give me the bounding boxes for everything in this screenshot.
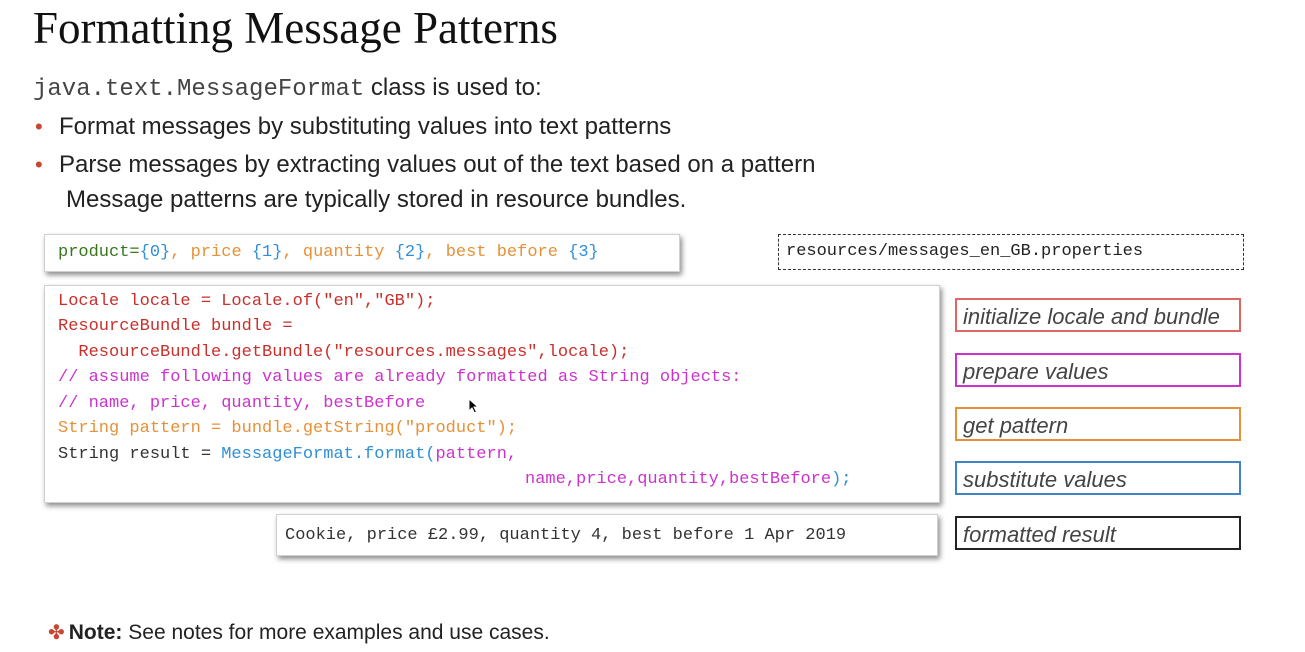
intro-text: class is used to:: [364, 74, 542, 101]
result-box: Cookie, price £2.99, quantity 4, best be…: [276, 514, 938, 556]
label-substitute: substitute values: [955, 461, 1241, 495]
pattern-line: product={0}, price {1}, quantity {2}, be…: [58, 243, 599, 262]
label-initialize: initialize locale and bundle: [955, 298, 1241, 332]
code-line: String result = MessageFormat.format(pat…: [58, 445, 518, 464]
code-line: ResourceBundle.getBundle("resources.mess…: [58, 343, 630, 362]
label-get-pattern: get pattern: [955, 407, 1241, 441]
code-line: Locale locale = Locale.of("en","GB");: [58, 292, 436, 311]
mouse-cursor-icon: [468, 398, 480, 414]
bullet-dot-icon: •: [35, 152, 43, 177]
code-line: String pattern = bundle.getString("produ…: [58, 419, 518, 438]
code-box: Locale locale = Locale.of("en","GB"); Re…: [44, 285, 940, 503]
page-title: Formatting Message Patterns: [33, 3, 558, 53]
bullet-list: •Format messages by substituting values …: [33, 112, 815, 188]
bullet-dot-icon: •: [35, 114, 43, 139]
intro-line: java.text.MessageFormat class is used to…: [33, 74, 542, 103]
star-icon: ✤: [48, 622, 65, 644]
bullet-item: •Parse messages by extracting values out…: [35, 151, 816, 178]
properties-file-label: resources/messages_en_GB.properties: [778, 234, 1244, 270]
label-prepare: prepare values: [955, 353, 1241, 387]
footer-note: ✤Note: See notes for more examples and u…: [48, 621, 550, 644]
code-line: // name, price, quantity, bestBefore: [58, 394, 426, 413]
subnote: Message patterns are typically stored in…: [66, 186, 687, 213]
code-line: ResourceBundle bundle =: [58, 317, 293, 336]
class-name: java.text.MessageFormat: [33, 76, 365, 103]
bullet-item: •Format messages by substituting values …: [35, 113, 672, 140]
code-line: // assume following values are already f…: [58, 368, 742, 387]
code-line: name,price,quantity,bestBefore);: [525, 470, 852, 489]
pattern-box: product={0}, price {1}, quantity {2}, be…: [44, 234, 680, 272]
label-result: formatted result: [955, 516, 1241, 550]
